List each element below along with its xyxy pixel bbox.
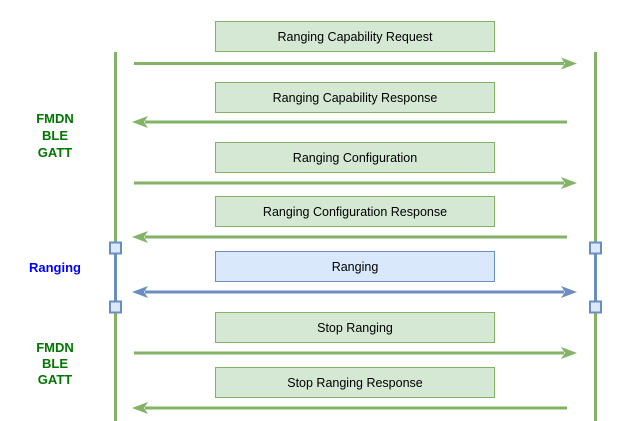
section-label-fmdn-ble-gatt-top: FMDN BLE GATT [36,111,74,160]
segment-handle [109,241,122,255]
arrow-ranging-configuration-response [132,231,567,243]
section-label-ranging: Ranging [29,260,81,275]
message-box-ranging: Ranging [215,251,495,282]
arrow-ranging-bidirectional [132,286,577,298]
arrow-ranging-capability-response [132,116,567,128]
message-box-stop-ranging: Stop Ranging [215,312,495,343]
segment-handle [589,300,602,314]
message-box-stop-ranging-response: Stop Ranging Response [215,367,495,398]
message-box-ranging-capability-response: Ranging Capability Response [215,82,495,113]
segment-handle [109,300,122,314]
arrow-ranging-capability-request [134,57,577,70]
arrow-stop-ranging [134,347,577,359]
message-box-ranging-capability-request: Ranging Capability Request [215,21,495,52]
message-box-ranging-configuration: Ranging Configuration [215,142,495,173]
segment-handle [589,241,602,255]
arrow-ranging-configuration [134,177,577,189]
section-label-fmdn-ble-gatt-bottom: FMDN BLE GATT [36,340,74,387]
message-box-ranging-configuration-response: Ranging Configuration Response [215,196,495,227]
arrow-stop-ranging-response [132,402,567,414]
